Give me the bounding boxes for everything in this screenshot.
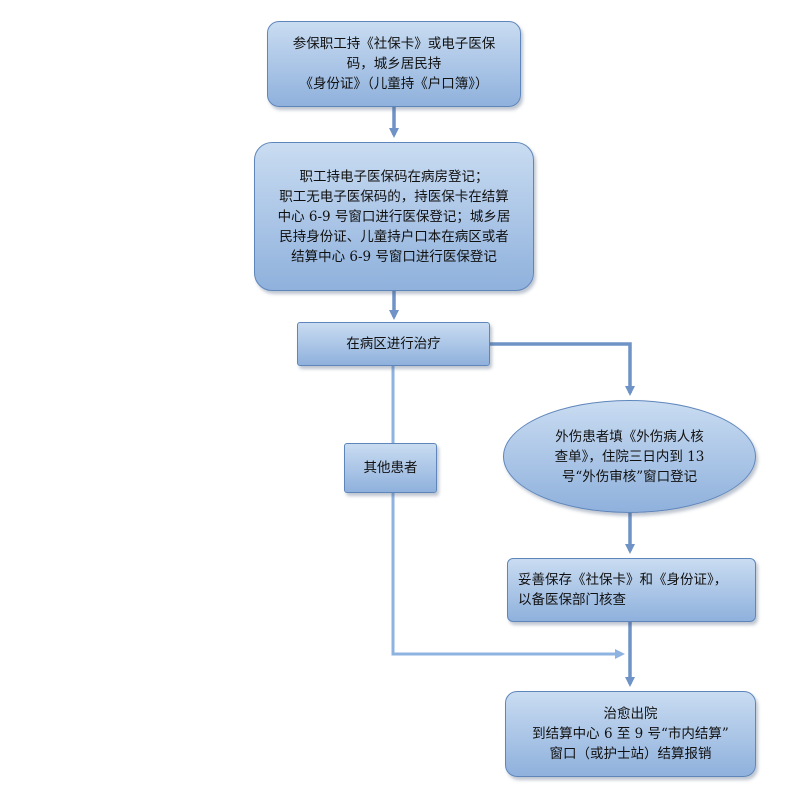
register-line-5: 结算中心 6-9 号窗口进行医保登记 xyxy=(291,248,497,265)
injury-line-1: 外伤患者填《外伤病人核 xyxy=(555,428,704,445)
start-line-2: 码，城乡居民持 xyxy=(346,56,442,72)
treat-node: 在病区进行治疗 xyxy=(297,322,490,366)
keep-line-2: 以备医保部门核查 xyxy=(518,592,626,608)
register-line-3: 中心 6-9 号窗口进行医保登记；城乡居 xyxy=(277,208,511,225)
injury-node: 外伤患者填《外伤病人核 查单》，住院三日内到 13 号“外伤审核”窗口登记 xyxy=(503,400,756,513)
treat-label: 在病区进行治疗 xyxy=(346,336,441,352)
start-line-3: 《身份证》（儿童持《户口簿》） xyxy=(299,76,489,92)
discharge-line-3: 窗口（或护士站）结算报销 xyxy=(549,746,712,762)
connector-treat-injury xyxy=(490,342,635,396)
connector-other-merge xyxy=(391,493,625,659)
keep-documents-node: 妥善保存《社保卡》和《身份证》， 以备医保部门核查 xyxy=(507,558,756,622)
register-node: 职工持电子医保码在病房登记； 职工无电子医保码的，持医保卡在结算 中心 6-9 … xyxy=(254,142,534,291)
injury-line-3: 号“外伤审核”窗口登记 xyxy=(561,468,698,485)
register-line-4: 民持身份证、儿童持户口本在病区或者 xyxy=(279,228,509,245)
keep-line-1: 妥善保存《社保卡》和《身份证》， xyxy=(518,572,728,588)
discharge-line-2: 到结算中心 6 至 9 号“市内结算” xyxy=(532,726,729,742)
start-line-1: 参保职工持《社保卡》或电子医保 xyxy=(292,36,496,52)
discharge-line-1: 治愈出院 xyxy=(603,706,658,722)
discharge-node: 治愈出院 到结算中心 6 至 9 号“市内结算” 窗口（或护士站）结算报销 xyxy=(505,691,756,777)
start-node: 参保职工持《社保卡》或电子医保 码，城乡居民持 《身份证》（儿童持《户口簿》） xyxy=(267,21,521,107)
register-line-2: 职工无电子医保码的，持医保卡在结算 xyxy=(279,188,509,205)
register-line-1: 职工持电子医保码在病房登记； xyxy=(299,168,489,185)
other-patients-label: 其他患者 xyxy=(363,460,418,476)
other-patients-node: 其他患者 xyxy=(344,443,437,493)
injury-line-2: 查单》，住院三日内到 13 xyxy=(554,448,705,465)
